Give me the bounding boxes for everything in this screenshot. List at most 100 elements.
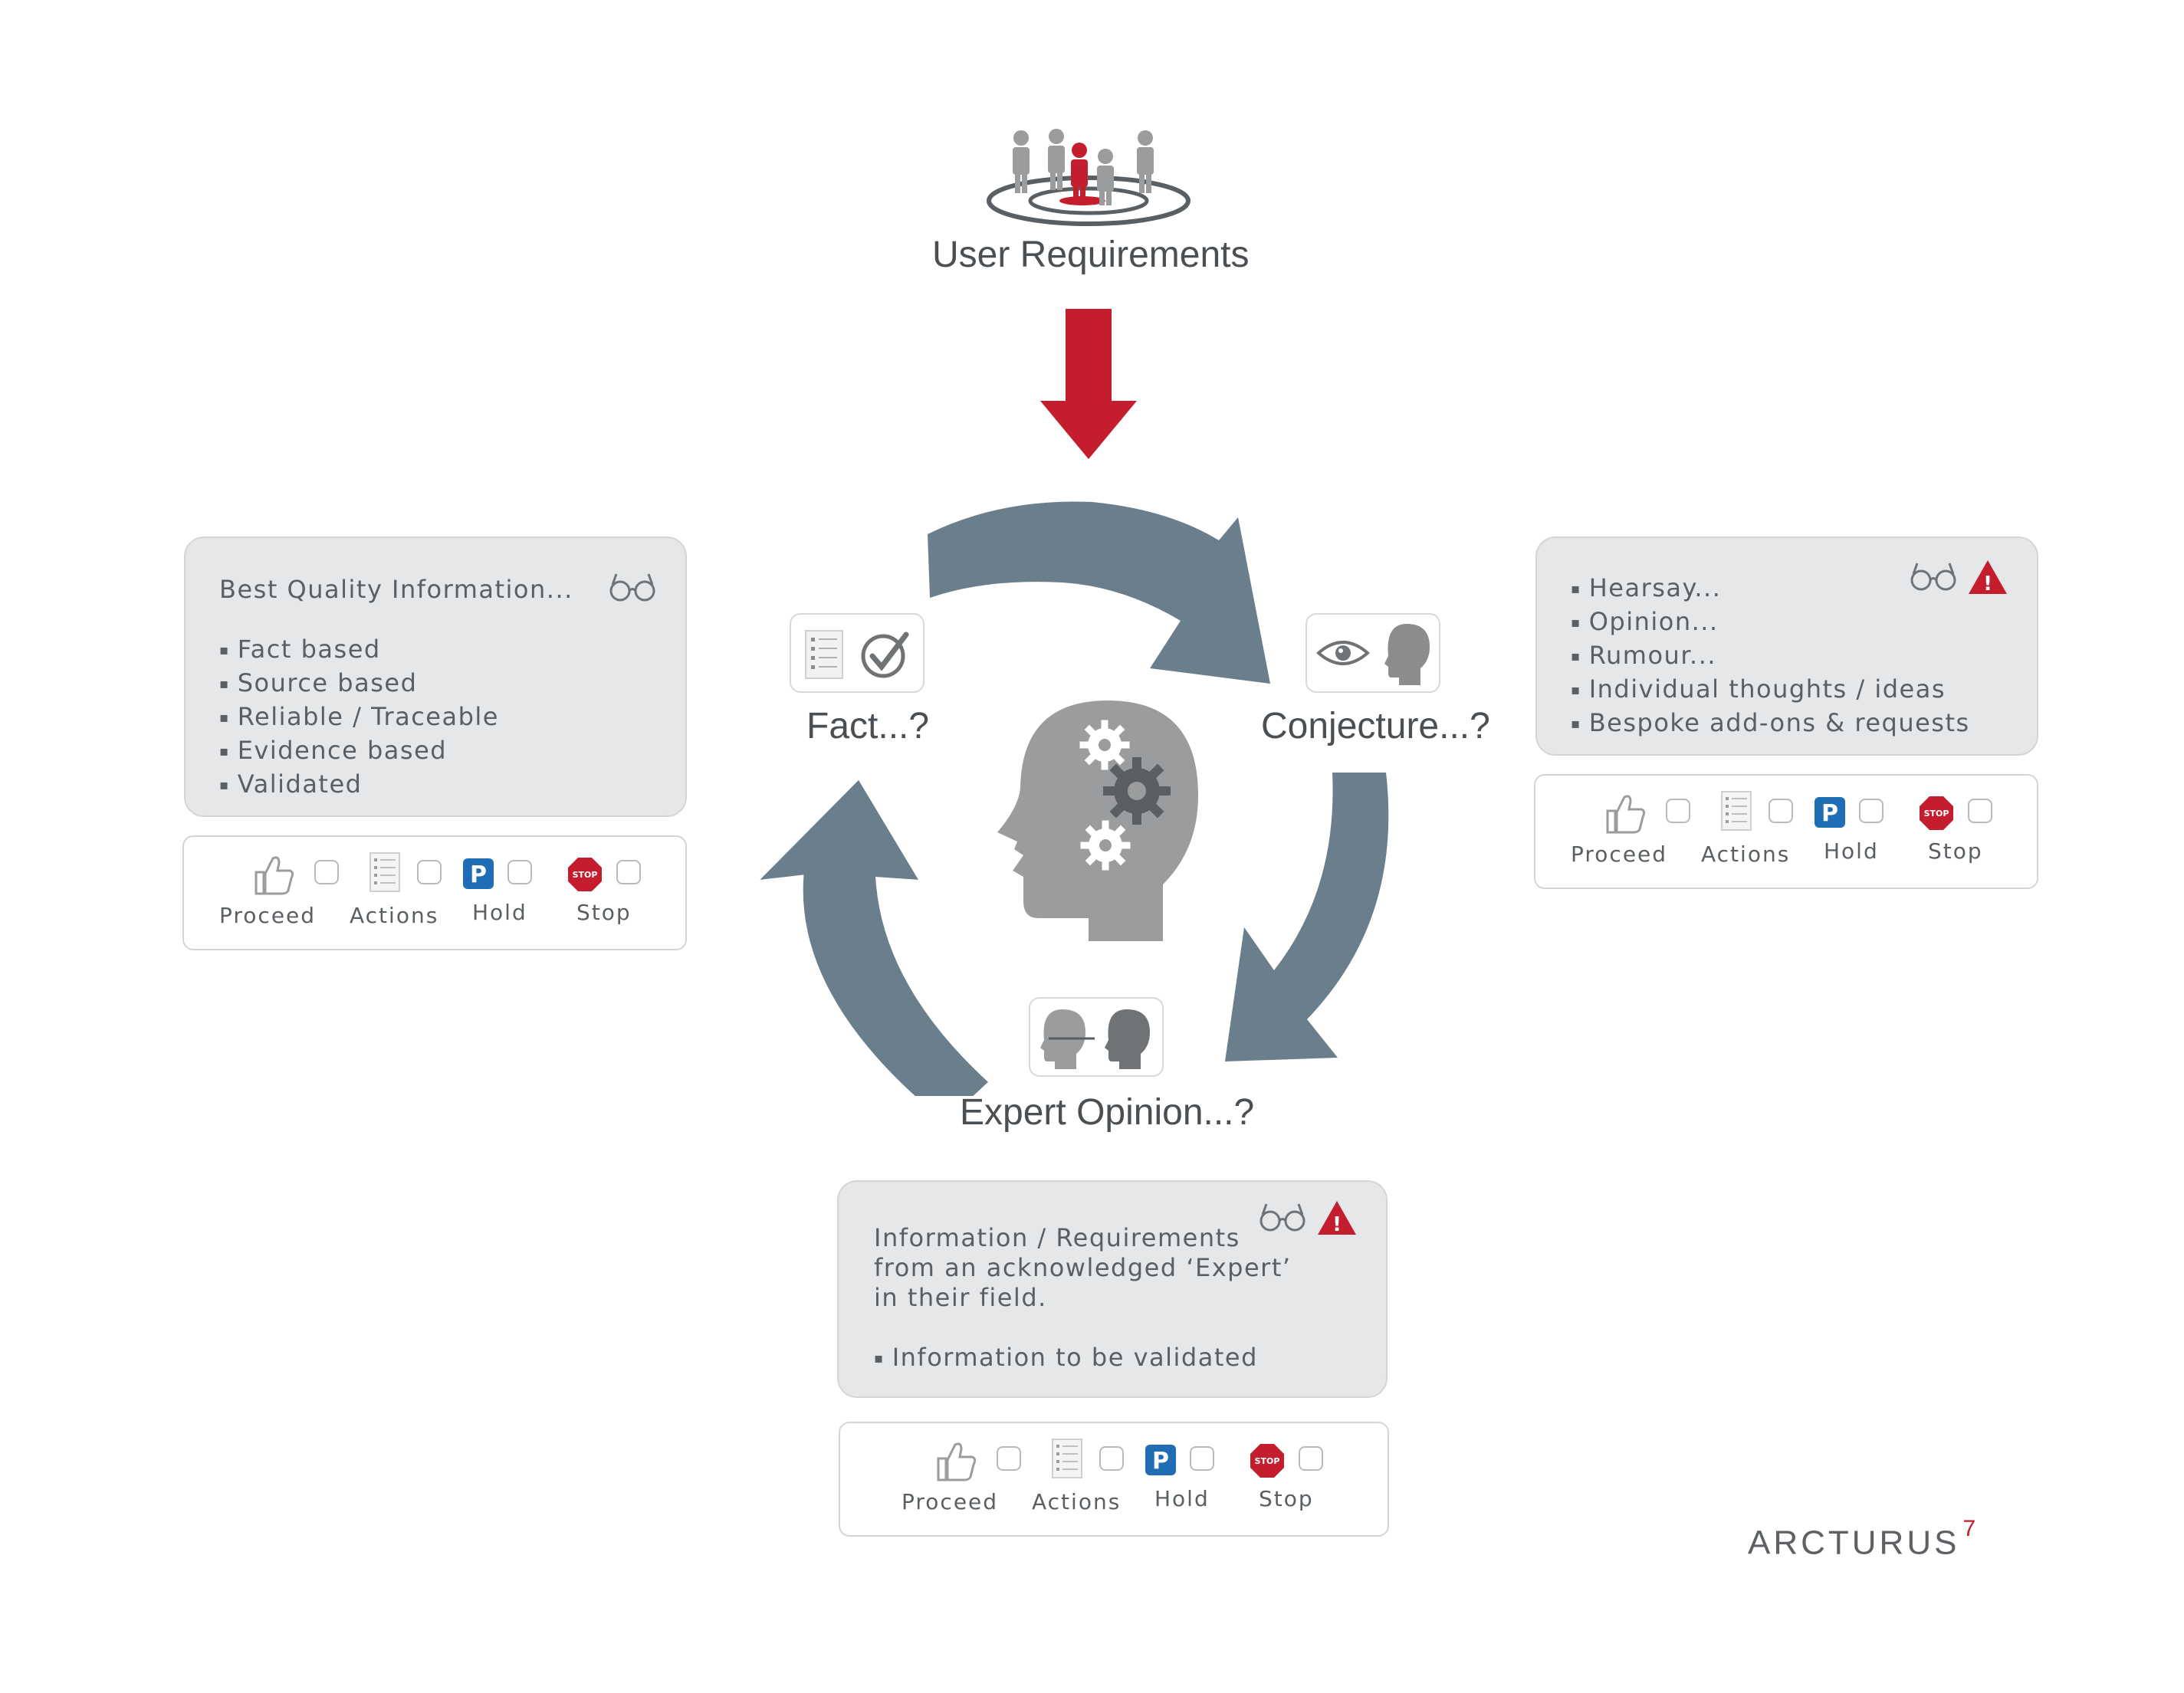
hold-checkbox[interactable] <box>1190 1446 1214 1471</box>
parking-letter: P <box>1152 1448 1169 1475</box>
proceed-option[interactable]: Proceed <box>1571 776 1690 888</box>
hold-label: Hold <box>472 900 527 925</box>
stop-option[interactable]: STOP Stop <box>1245 1423 1368 1535</box>
actions-label: Actions <box>1032 1489 1122 1514</box>
expert-info-panel: ! Information / Requirements from an ack… <box>837 1180 1388 1398</box>
actions-option[interactable]: Actions <box>1701 776 1816 888</box>
eye-icon <box>1316 641 1370 665</box>
proceed-checkbox[interactable] <box>997 1446 1021 1471</box>
checklist-icon <box>1052 1439 1082 1478</box>
actions-option[interactable]: Actions <box>350 837 465 949</box>
actions-checkbox[interactable] <box>1099 1446 1124 1471</box>
actions-label: Actions <box>1701 842 1791 867</box>
stop-sign-icon: STOP <box>568 858 602 891</box>
stop-sign-text: STOP <box>573 870 598 880</box>
expert-bullet-list: Information to be validated <box>874 1343 1258 1376</box>
stop-checkbox[interactable] <box>1968 799 1992 823</box>
down-arrow <box>1040 309 1137 459</box>
head-icon <box>1384 624 1430 685</box>
actions-checkbox[interactable] <box>1769 799 1793 823</box>
parking-icon: P <box>1145 1445 1176 1475</box>
stop-label: Stop <box>1259 1486 1314 1511</box>
fact-panel-heading: Best Quality Information... <box>219 575 573 604</box>
proceed-option[interactable]: Proceed <box>902 1423 1021 1535</box>
conjecture-icon-box <box>1305 613 1440 693</box>
conjecture-action-bar: Proceed Actions P Hold STOP Stop <box>1534 774 2038 889</box>
hold-option[interactable]: P Hold <box>1810 776 1925 888</box>
proceed-label: Proceed <box>1571 842 1668 867</box>
conjecture-label: Conjecture...? <box>1261 706 1490 746</box>
expert-action-bar: Proceed Actions P Hold STOP Stop <box>839 1422 1389 1537</box>
stop-checkbox[interactable] <box>1299 1446 1323 1471</box>
actions-checkbox[interactable] <box>417 860 442 884</box>
brain-gears-icon <box>997 700 1198 941</box>
conjecture-info-panel: ! Hearsay... Opinion... Rumour... Indivi… <box>1535 536 2038 756</box>
list-item: Fact based <box>219 635 499 668</box>
hold-option[interactable]: P Hold <box>1141 1423 1256 1535</box>
expert-line: in their field. <box>874 1283 1047 1312</box>
hold-checkbox[interactable] <box>1859 799 1883 823</box>
head-icon <box>1105 1009 1150 1069</box>
conjecture-bullet-list: Hearsay... Opinion... Rumour... Individu… <box>1571 573 1970 742</box>
stop-option[interactable]: STOP Stop <box>1914 776 2037 888</box>
fact-action-bar: Proceed Actions P Hold STOP Stop <box>182 835 687 950</box>
stop-sign-text: STOP <box>1924 809 1949 819</box>
cycle-arrows <box>760 501 1389 1096</box>
stop-option[interactable]: STOP Stop <box>563 837 685 949</box>
list-item: Reliable / Traceable <box>219 702 499 736</box>
expert-panel-text: Information / Requirements from an ackno… <box>874 1223 1292 1313</box>
parking-icon: P <box>463 858 494 889</box>
fact-icon-box <box>790 613 925 693</box>
stop-checkbox[interactable] <box>616 860 641 884</box>
hold-checkbox[interactable] <box>507 860 532 884</box>
user-requirements-title: User Requirements <box>932 235 1250 275</box>
expert-line: from an acknowledged ‘Expert’ <box>874 1253 1292 1282</box>
expert-opinion-label: Expert Opinion...? <box>960 1092 1255 1133</box>
warning-icon: ! <box>1969 560 2007 595</box>
brand-mark: 7 <box>1962 1516 1976 1541</box>
glasses-icon <box>1259 1203 1305 1232</box>
proceed-option[interactable]: Proceed <box>219 837 339 949</box>
fact-info-panel: Best Quality Information... Fact based S… <box>184 536 687 817</box>
checkmark-icon <box>861 632 909 678</box>
expert-icon-box <box>1029 997 1164 1077</box>
thumbs-up-icon <box>937 1442 977 1481</box>
proceed-label: Proceed <box>219 903 317 928</box>
stop-sign-icon: STOP <box>1920 796 1953 830</box>
brand-name: ARCTURUS <box>1748 1524 1960 1562</box>
glasses-icon <box>609 573 655 602</box>
list-item: Validated <box>219 769 499 803</box>
thumbs-up-icon <box>255 856 294 895</box>
stop-label: Stop <box>1928 838 1983 864</box>
checklist-icon <box>1721 791 1752 831</box>
proceed-checkbox[interactable] <box>314 860 339 884</box>
checklist-icon <box>805 630 843 679</box>
list-item: Individual thoughts / ideas <box>1571 674 1970 708</box>
warning-mark: ! <box>1332 1213 1342 1235</box>
warning-icon: ! <box>1318 1201 1356 1235</box>
hold-label: Hold <box>1154 1486 1210 1511</box>
list-item: Source based <box>219 668 499 702</box>
hold-label: Hold <box>1824 838 1879 864</box>
proceed-label: Proceed <box>902 1489 999 1514</box>
checklist-icon <box>369 852 400 892</box>
warning-mark: ! <box>1983 573 1992 595</box>
head-glasses-icon <box>1040 1009 1095 1069</box>
fact-bullet-list: Fact based Source based Reliable / Trace… <box>219 635 499 803</box>
stop-label: Stop <box>576 900 632 925</box>
thumbs-up-icon <box>1606 795 1646 834</box>
stop-sign-text: STOP <box>1255 1456 1280 1466</box>
parking-letter: P <box>1821 800 1838 827</box>
hold-option[interactable]: P Hold <box>458 837 573 949</box>
stop-sign-icon: STOP <box>1250 1444 1284 1478</box>
list-item: Information to be validated <box>874 1343 1258 1376</box>
list-item: Opinion... <box>1571 607 1970 641</box>
proceed-checkbox[interactable] <box>1666 799 1690 823</box>
actions-option[interactable]: Actions <box>1032 1423 1147 1535</box>
actions-label: Actions <box>350 903 439 928</box>
list-item: Evidence based <box>219 736 499 769</box>
expert-line: Information / Requirements <box>874 1223 1240 1252</box>
list-item: Bespoke add-ons & requests <box>1571 708 1970 742</box>
list-item: Rumour... <box>1571 641 1970 674</box>
